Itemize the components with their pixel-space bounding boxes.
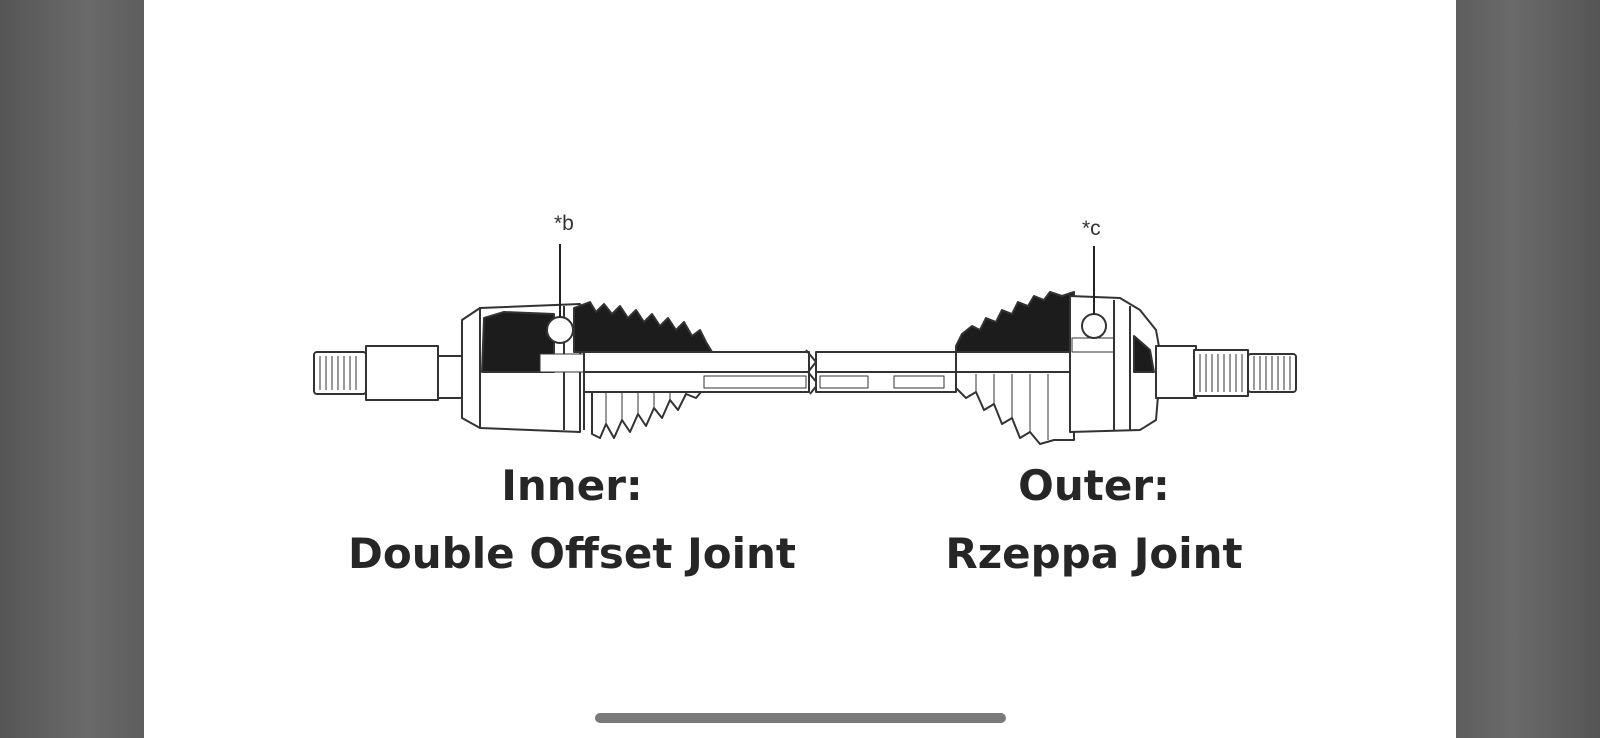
inner-joint-subtitle: Double Offset Joint (348, 529, 796, 578)
callout-b-label: *b (554, 212, 574, 235)
center-shaft (583, 349, 957, 395)
outer-boot (955, 291, 1075, 445)
outer-joint-housing (1069, 295, 1197, 433)
home-indicator[interactable] (595, 713, 1006, 723)
drive-shaft-diagram (313, 244, 1297, 445)
inner-spline-stub (313, 345, 483, 401)
outer-joint-title: Outer: (1018, 461, 1170, 510)
inner-joint-housing (461, 303, 593, 433)
outer-spline-stub (1193, 349, 1297, 397)
left-margin (0, 0, 144, 738)
outer-joint-caption: Outer: Rzeppa Joint (884, 452, 1304, 588)
inner-joint-caption: Inner: Double Offset Joint (327, 452, 817, 588)
inner-joint-title: Inner: (501, 461, 643, 510)
right-margin (1456, 0, 1600, 738)
callout-c-label: *c (1082, 217, 1101, 240)
outer-joint-subtitle: Rzeppa Joint (945, 529, 1243, 578)
image-page: *b *c Inner: Double Offset Joint Outer: … (144, 0, 1456, 738)
